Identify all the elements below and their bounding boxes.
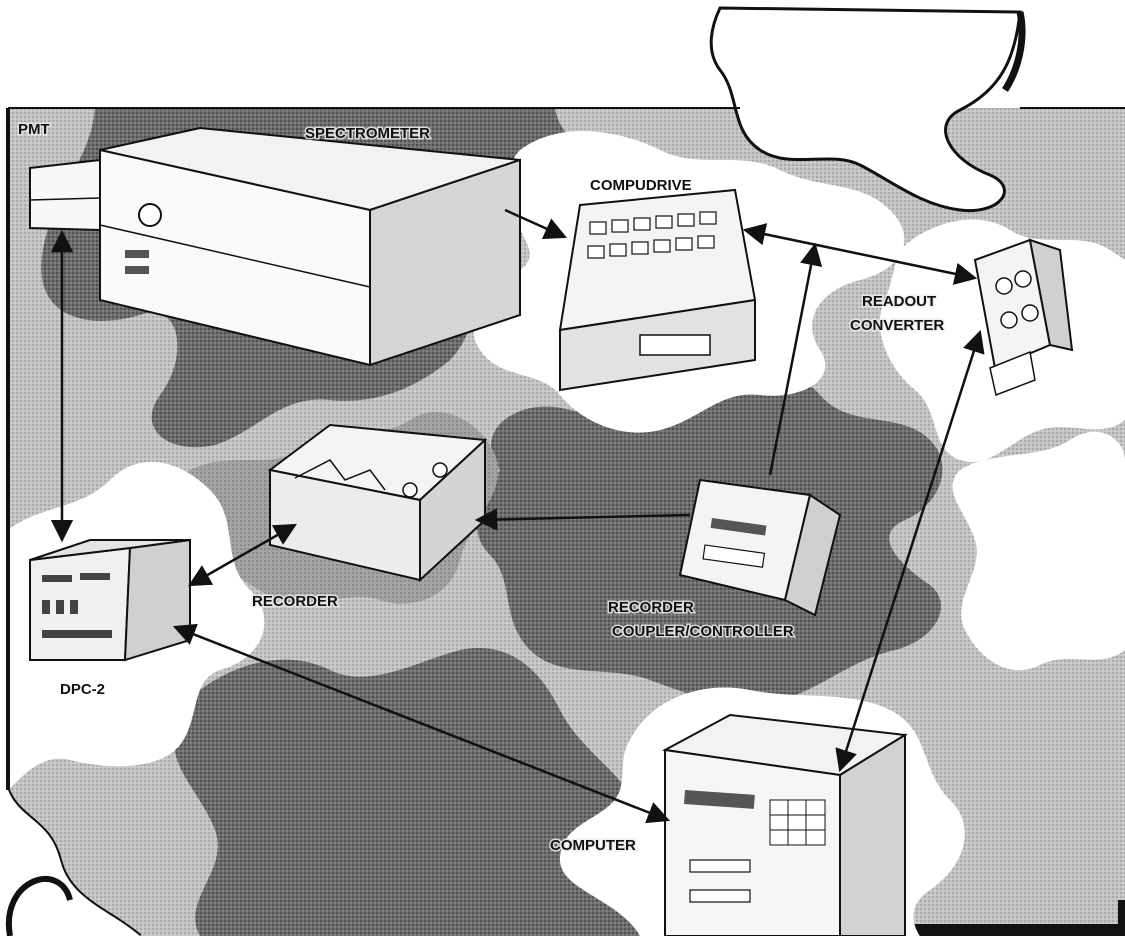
recorder-knob-2 <box>433 463 447 477</box>
compudrive-unit <box>560 190 755 390</box>
recorder-knob-1 <box>403 483 417 497</box>
label-recorder-coupler-1: RECORDER <box>608 599 694 616</box>
dpc2-side <box>125 540 190 660</box>
computer-drive-1 <box>690 860 750 872</box>
compudrive-panel <box>640 335 710 355</box>
spectrometer-dial <box>139 204 161 226</box>
label-readout-converter-2: CONVERTER <box>850 317 944 334</box>
spectrometer-indicator-2 <box>125 266 149 274</box>
label-computer: COMPUTER <box>550 837 636 854</box>
dpc2-unit <box>30 540 190 660</box>
computer-drive-2 <box>690 890 750 902</box>
label-spectrometer: SPECTROMETER <box>305 125 430 142</box>
computer-keyboard <box>770 800 825 845</box>
label-pmt: PMT <box>18 121 50 138</box>
computer-unit <box>665 715 905 936</box>
label-recorder: RECORDER <box>252 593 338 610</box>
label-readout-converter-1: READOUT <box>862 293 936 310</box>
spectrometer-indicator-1 <box>125 250 149 258</box>
white-piece-right <box>952 432 1125 670</box>
pmt-housing <box>30 160 100 230</box>
label-dpc2: DPC-2 <box>60 681 105 698</box>
label-compudrive: COMPUDRIVE <box>590 177 692 194</box>
label-recorder-coupler-2: COUPLER/CONTROLLER <box>612 623 794 640</box>
